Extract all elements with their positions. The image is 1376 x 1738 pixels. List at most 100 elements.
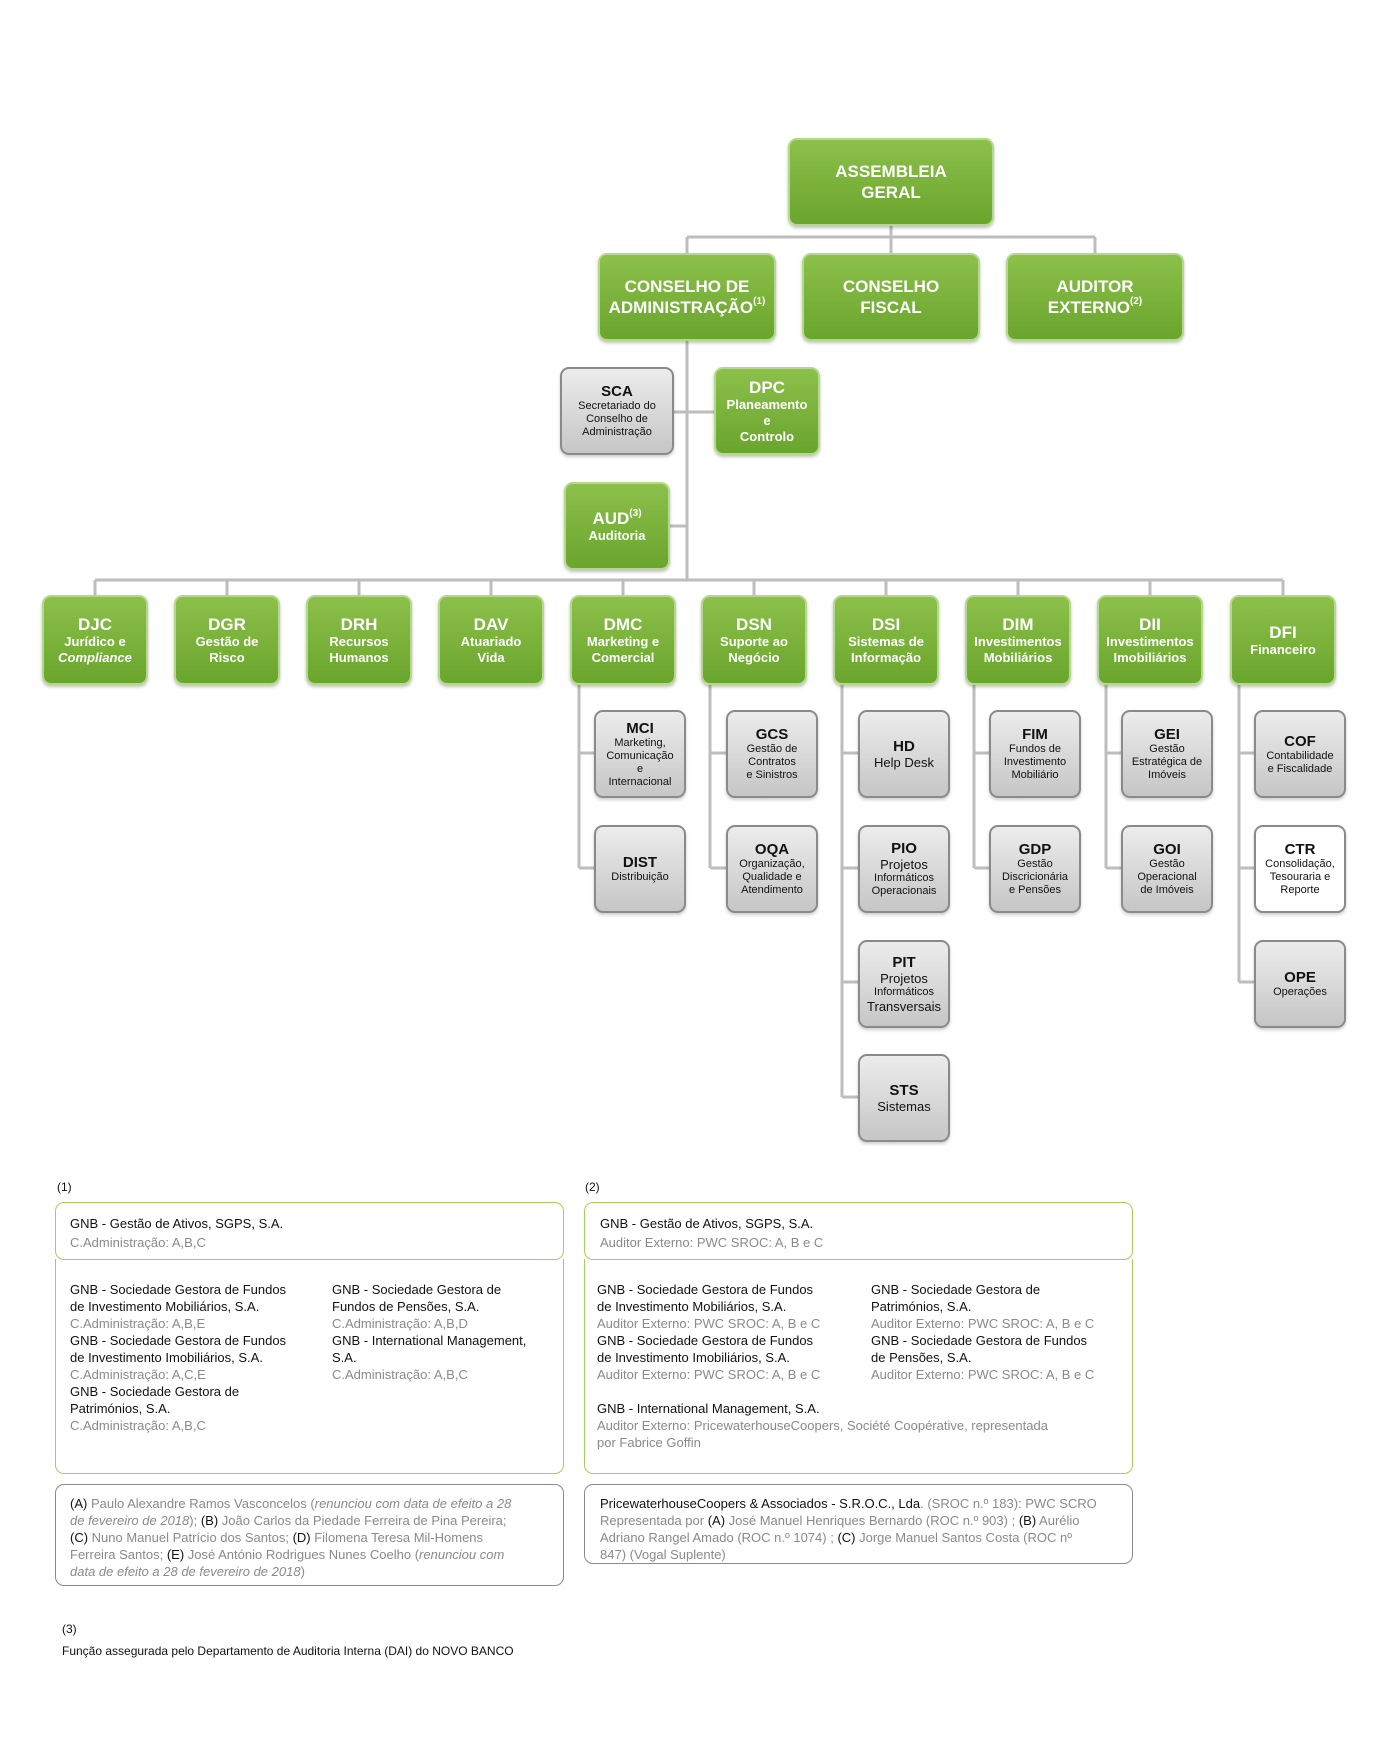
fn1-head-role: C.Administração: A,B,C <box>70 1235 206 1250</box>
fn1-entity-2-role: C.Administração: A,C,E <box>70 1367 206 1382</box>
unit-ope-line1: Operações <box>1273 986 1327 998</box>
dept-djc-line1: Jurídico e <box>64 633 126 649</box>
dept-djc: DJC Jurídico e Compliance <box>42 595 148 685</box>
dept-dii-line1: Investimentos <box>1106 633 1194 649</box>
dept-djc-code: DJC <box>77 614 112 634</box>
footnote-2-marker: (2) <box>585 1180 600 1194</box>
unit-ctr-line2: Tesouraria e <box>1269 871 1331 883</box>
unit-mci: MCI Marketing, Comunicação e Internacion… <box>594 710 686 798</box>
dept-dsi-line2: Informação <box>850 649 922 665</box>
fn2-entity-1-name1: GNB - Sociedade Gestora de Fundos <box>597 1282 814 1297</box>
unit-ope-code: OPE <box>1284 969 1316 986</box>
conselho-admin-line1: CONSELHO DE <box>624 277 750 296</box>
dept-dsi: DSI Sistemas de Informação <box>833 595 939 685</box>
pwc-a-label: (A) <box>707 1513 726 1528</box>
fn2-entity-4-name1: GNB - Sociedade Gestora de Fundos <box>871 1333 1088 1348</box>
unit-ctr-code: CTR <box>1284 841 1316 858</box>
dept-dim-line1: Investimentos <box>974 633 1062 649</box>
conselho-fiscal-line1: CONSELHO <box>842 277 940 296</box>
unit-gdp-code: GDP <box>1018 841 1052 858</box>
unit-gcs-code: GCS <box>755 726 789 743</box>
unit-gcs-line2: Contratos <box>748 756 796 768</box>
unit-sts-line1: Sistemas <box>877 1098 931 1114</box>
unit-oqa: OQA Organização, Qualidade e Atendimento <box>726 825 818 913</box>
dept-drh-line2: Humanos <box>329 649 389 665</box>
fn1-entity-1-name2: de Investimento Mobiliários, S.A. <box>70 1299 260 1314</box>
footnote-1-list-panel <box>55 1259 564 1474</box>
assembleia-geral-box: ASSEMBLEIA GERAL <box>788 138 994 226</box>
unit-gcs-line1: Gestão de <box>746 743 798 755</box>
dept-dgr: DGR Gestão de Risco <box>174 595 280 685</box>
footnote-3-text: Função assegurada pelo Departamento de A… <box>62 1644 514 1658</box>
dept-dim-line2: Mobiliários <box>983 649 1053 665</box>
fn2-entity-2-name2: de Investimento Imobiliários, S.A. <box>597 1350 790 1365</box>
footnote-1-marker: (1) <box>57 1180 72 1194</box>
dept-dav-line2: Vida <box>477 649 505 665</box>
unit-ctr-line1: Consolidação, <box>1265 858 1335 870</box>
dept-dim: DIM Investimentos Mobiliários <box>965 595 1071 685</box>
person-e-note2: data de efeito a 28 de fevereiro de 2018 <box>70 1564 301 1579</box>
pwc-rest1: . (SROC n.º 183): PWC SCRO <box>920 1496 1097 1511</box>
footnote-2-ref: (2) <box>1129 296 1143 307</box>
unit-mci-line3: e <box>636 762 644 775</box>
sca-name-line2: Conselho de <box>586 413 648 425</box>
person-d-label: (D) <box>292 1530 311 1545</box>
unit-pit-line2: Informáticos <box>874 986 934 998</box>
unit-gei: GEI Gestão Estratégica de Imóveis <box>1121 710 1213 798</box>
auditor-externo-line1: AUDITOR <box>1056 277 1134 296</box>
unit-dist-code: DIST <box>622 854 658 871</box>
dept-dgr-line2: Risco <box>209 649 245 665</box>
dept-dav-code: DAV <box>473 614 509 634</box>
footnote-3-ref: (3) <box>629 507 642 519</box>
pwc-c-label: (C) <box>837 1530 856 1545</box>
dept-dmc-line2: Comercial <box>591 649 655 665</box>
unit-gcs-line3: e Sinistros <box>746 769 798 781</box>
fn1-entity-5-role: C.Administração: A,B,C <box>332 1367 468 1382</box>
fn2-entity-4-name2: de Pensões, S.A. <box>871 1350 972 1365</box>
unit-mci-line1: Marketing, <box>614 736 666 749</box>
footnote-2-list-panel <box>584 1259 1133 1474</box>
fn1-entity-3-role: C.Administração: A,B,C <box>70 1418 206 1433</box>
dpc-name-line1: Planeamento <box>726 396 808 412</box>
unit-gdp-line3: e Pensões <box>1009 884 1061 896</box>
unit-pit-code: PIT <box>892 954 916 971</box>
unit-goi-line2: Operacional <box>1137 871 1197 883</box>
unit-fim: FIM Fundos de Investimento Mobiliário <box>989 710 1081 798</box>
dept-dav: DAV Atuariado Vida <box>438 595 544 685</box>
dpc-code: DPC <box>749 377 785 397</box>
unit-goi-line3: de Imóveis <box>1140 884 1194 896</box>
pwc-l3a: Adriano Rangel Amado (ROC n.º 1074) ; <box>600 1530 838 1545</box>
dept-dmc-line1: Marketing e <box>586 633 660 649</box>
unit-oqa-line3: Atendimento <box>741 884 803 896</box>
footnote-1-ref: (1) <box>753 296 766 307</box>
person-a-note2: de fevereiro de 2018 <box>70 1513 190 1528</box>
fn2-intl-role1: Auditor Externo: PricewaterhouseCoopers,… <box>597 1418 1048 1433</box>
dept-dii-code: DII <box>1139 614 1161 634</box>
unit-pio-code: PIO <box>891 840 917 857</box>
sca-name-line1: Secretariado do <box>578 400 656 412</box>
dept-drh-line1: Recursos <box>329 633 389 649</box>
unit-mci-line2: Comunicação <box>606 749 674 762</box>
unit-dist: DIST Distribuição <box>594 825 686 913</box>
unit-fim-line1: Fundos de <box>1009 743 1061 755</box>
unit-fim-line2: Investimento <box>1003 756 1067 768</box>
dept-dsn: DSN Suporte ao Negócio <box>701 595 807 685</box>
unit-pit-line3: Transversais <box>867 999 941 1014</box>
unit-cof-line1: Contabilidade <box>1266 749 1334 762</box>
pwc-l2a: Representada por <box>600 1513 708 1528</box>
fn1-entity-3-name1: GNB - Sociedade Gestora de <box>70 1384 240 1399</box>
fn1-entity-5-name2: S.A. <box>332 1350 357 1365</box>
person-e-end: ) <box>300 1564 305 1579</box>
unit-fim-line3: Mobiliário <box>1011 769 1059 781</box>
connector-lines <box>93 222 1285 1099</box>
unit-goi-line1: Gestão <box>1149 858 1185 870</box>
unit-mci-line4: Internacional <box>608 775 672 788</box>
unit-oqa-line1: Organização, <box>739 858 805 870</box>
person-b-name: João Carlos da Piedade Ferreira de Pina … <box>218 1513 507 1528</box>
dept-drh-code: DRH <box>340 614 378 634</box>
footnote-1-people-panel <box>55 1484 564 1586</box>
fn2-entity-3-role: Auditor Externo: PWC SROC: A, B e C <box>871 1316 1095 1331</box>
pwc-l4: 847) (Vogal Suplente) <box>600 1547 726 1562</box>
unit-hd-line1: Help Desk <box>874 754 934 770</box>
